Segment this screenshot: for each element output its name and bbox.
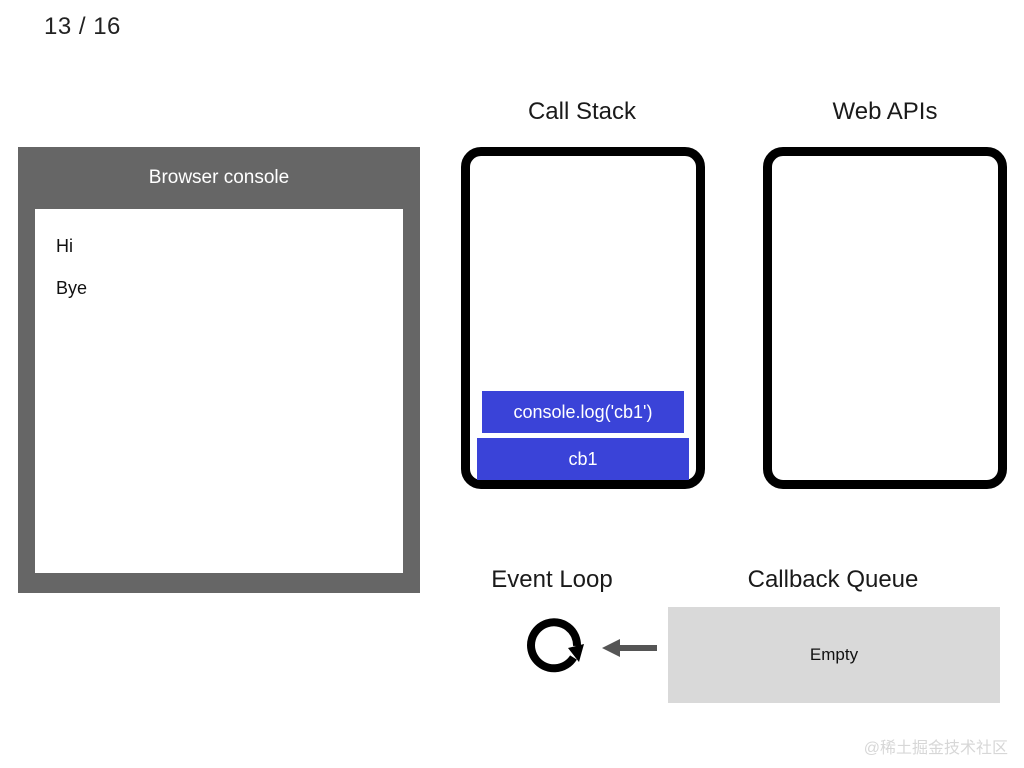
callback-queue-status: Empty	[809, 645, 859, 664]
left-arrow-icon	[602, 639, 657, 657]
watermark: @稀土掘金技术社区	[863, 740, 1008, 757]
browser-console-title: Browser console	[148, 167, 290, 188]
call-stack-box: console.log('cb1') cb1	[461, 147, 705, 489]
stack-frame: cb1	[477, 438, 689, 480]
callback-queue-box: Empty	[668, 607, 1000, 703]
event-loop-title: Event Loop	[491, 566, 613, 593]
web-apis-title: Web APIs	[832, 98, 938, 125]
browser-console-output: Hi Bye	[35, 209, 403, 573]
callback-queue-title: Callback Queue	[747, 566, 919, 593]
slide-counter: 13 / 16	[44, 13, 121, 40]
web-apis-box	[763, 147, 1007, 489]
browser-console-panel: Browser console Hi Bye	[18, 147, 420, 593]
stack-frame: console.log('cb1')	[482, 391, 684, 433]
circular-arrow-icon	[527, 618, 584, 673]
console-log-line: Hi	[56, 236, 73, 256]
call-stack-title: Call Stack	[527, 98, 637, 125]
console-log-line: Bye	[56, 277, 88, 298]
call-stack-frame-list: console.log('cb1') cb1	[470, 391, 696, 480]
